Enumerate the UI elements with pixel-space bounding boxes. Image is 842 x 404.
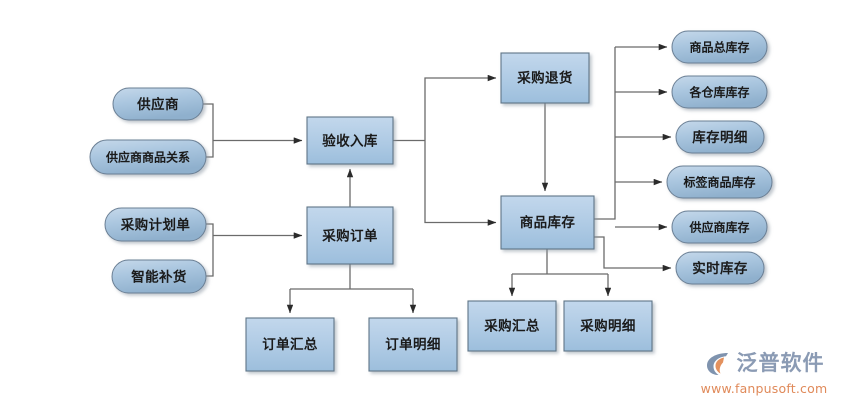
node-tag-goods-stock-shape[interactable] <box>666 165 773 199</box>
node-purchase-detail-shape[interactable] <box>563 300 653 352</box>
node-warehouse-stock-label: 各仓库库存 <box>688 85 749 100</box>
node-warehouse-stock-shape[interactable] <box>671 75 768 109</box>
node-stock-detail-label: 库存明细 <box>692 129 748 146</box>
node-purchase-detail[interactable]: 采购明细 <box>563 300 653 352</box>
node-goods-stock[interactable]: 商品库存 <box>500 195 595 250</box>
edge-receive-to-stock <box>424 140 497 226</box>
node-total-goods-stock-label: 商品总库存 <box>689 40 749 55</box>
node-total-goods-stock-shape[interactable] <box>671 30 768 64</box>
node-goods-stock-shape[interactable] <box>500 195 595 250</box>
node-purchase-plan-shape[interactable] <box>104 207 207 242</box>
node-purchase-summary-shape[interactable] <box>467 300 557 352</box>
node-goods-stock-label: 商品库存 <box>520 214 576 231</box>
node-order-detail-label: 订单明细 <box>385 336 441 353</box>
edge-plan-replenish-trunk <box>206 223 214 277</box>
node-order-summary-shape[interactable] <box>245 317 335 372</box>
edge-suppliers-trunk <box>203 103 214 158</box>
node-realtime-stock[interactable]: 实时库存 <box>675 251 765 285</box>
node-purchase-return-shape[interactable] <box>500 52 590 104</box>
node-realtime-stock-shape[interactable] <box>675 251 765 285</box>
node-tag-goods-stock[interactable]: 标签商品库存 <box>666 165 773 199</box>
node-supplier-stock-shape[interactable] <box>671 210 768 244</box>
node-purchase-order-label: 采购订单 <box>322 228 378 245</box>
node-supplier-stock-label: 供应商库存 <box>688 220 749 235</box>
node-purchase-plan[interactable]: 采购计划单 <box>104 207 207 242</box>
node-total-goods-stock[interactable]: 商品总库存 <box>671 30 768 64</box>
node-supplier[interactable]: 供应商 <box>112 87 204 121</box>
node-purchase-summary[interactable]: 采购汇总 <box>467 300 557 352</box>
node-purchase-detail-label: 采购明细 <box>580 318 636 335</box>
node-purchase-plan-label: 采购计划单 <box>121 217 191 234</box>
node-receive-instock-label: 验收入库 <box>322 133 378 150</box>
node-tag-goods-stock-label: 标签商品库存 <box>682 175 755 190</box>
node-purchase-return[interactable]: 采购退货 <box>500 52 590 104</box>
node-order-detail-shape[interactable] <box>368 317 458 372</box>
node-warehouse-stock[interactable]: 各仓库库存 <box>671 75 768 109</box>
node-supplier-goods-rel[interactable]: 供应商商品关系 <box>89 139 207 175</box>
node-stock-detail-shape[interactable] <box>675 120 765 154</box>
edge-stock-right-trunk <box>594 47 616 220</box>
node-receive-instock[interactable]: 验收入库 <box>306 116 394 165</box>
node-smart-replenish-shape[interactable] <box>111 259 207 294</box>
node-supplier-goods-rel-label: 供应商商品关系 <box>105 150 190 165</box>
node-purchase-order-shape[interactable] <box>306 206 394 265</box>
edge-stock-to-realtime <box>594 236 672 272</box>
node-purchase-return-label: 采购退货 <box>517 70 573 87</box>
node-supplier-label: 供应商 <box>136 96 179 113</box>
node-purchase-summary-label: 采购汇总 <box>484 318 540 335</box>
node-supplier-goods-rel-shape[interactable] <box>89 139 207 175</box>
node-layer: 供应商 供应商商品关系 采购计划单 智能补货 验收入库 采购订单 <box>89 30 773 372</box>
node-receive-instock-shape[interactable] <box>306 116 394 165</box>
node-supplier-stock[interactable]: 供应商库存 <box>671 210 768 244</box>
node-purchase-order[interactable]: 采购订单 <box>306 206 394 265</box>
connector-layer <box>203 43 672 314</box>
node-supplier-shape[interactable] <box>112 87 204 121</box>
node-order-summary[interactable]: 订单汇总 <box>245 317 335 372</box>
node-order-detail[interactable]: 订单明细 <box>368 317 458 372</box>
node-realtime-stock-label: 实时库存 <box>692 260 748 277</box>
node-order-summary-label: 订单汇总 <box>262 336 318 353</box>
node-stock-detail[interactable]: 库存明细 <box>675 120 765 154</box>
edge-receive-to-return <box>424 74 497 141</box>
node-smart-replenish-label: 智能补货 <box>131 269 187 286</box>
node-smart-replenish[interactable]: 智能补货 <box>111 259 207 294</box>
